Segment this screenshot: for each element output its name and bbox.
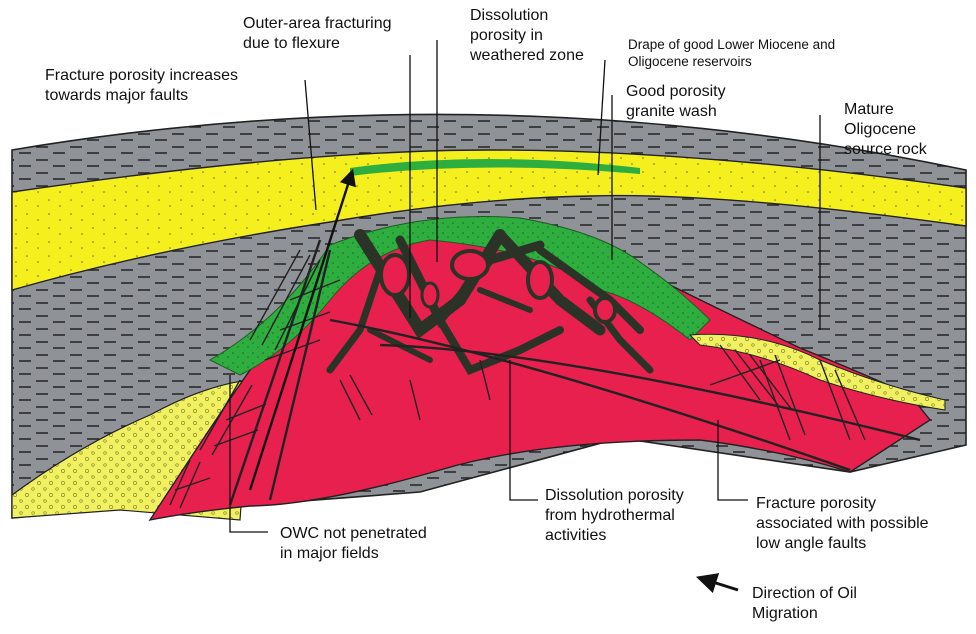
label-fracture-porosity-faults: Fracture porosity increases towards majo…	[45, 67, 238, 104]
label-outer-area-fracturing: Outer-area fracturing due to flexure	[243, 15, 392, 52]
label-fracture-low-angle: Fracture porosity associated with possib…	[756, 495, 929, 552]
label-oil-migration: Direction of Oil Migration	[752, 585, 857, 622]
migration-arrow-section	[248, 168, 356, 491]
fracture-hatching	[169, 249, 866, 509]
granite-wash-right	[688, 333, 946, 411]
oil-migration-arrow-icon	[695, 573, 739, 594]
low-angle-faults	[228, 239, 921, 506]
label-mature-source-rock: Mature Oligocene source rock	[844, 101, 927, 158]
label-owc: OWC not penetrated in major fields	[280, 525, 427, 562]
leader-lines	[229, 40, 821, 533]
dissolution-fracture-network	[326, 229, 654, 375]
label-dissolution-weathered: Dissolution porosity in weathered zone	[470, 7, 584, 64]
label-drape-reservoirs: Drape of good Lower Miocene and Oligocen…	[628, 37, 836, 69]
upper-sand-layer	[11, 149, 967, 291]
green-drape-thin	[350, 159, 640, 176]
label-dissolution-hydrothermal: Dissolution porosity from hydrothermal a…	[545, 487, 684, 544]
label-granite-wash: Good porosity granite wash	[626, 83, 726, 120]
